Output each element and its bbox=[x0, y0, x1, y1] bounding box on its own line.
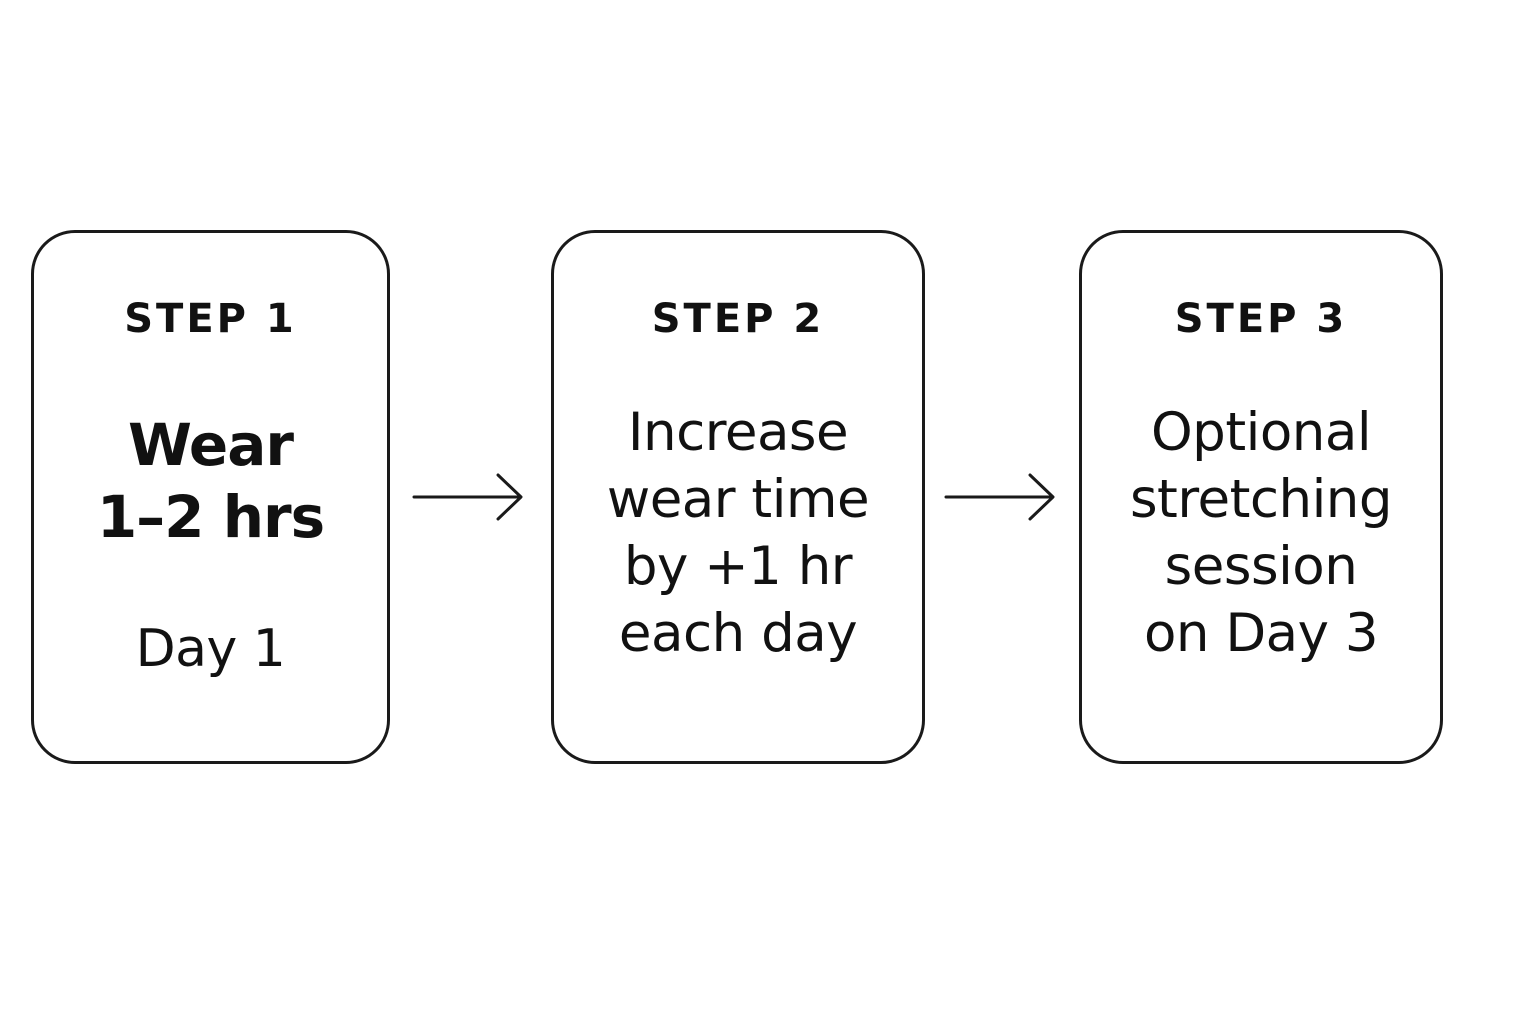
step-label: STEP 2 bbox=[651, 296, 825, 342]
step-card-3: STEP 3 Optional stretching session on Da… bbox=[1079, 230, 1443, 764]
step-day-note: Day 1 bbox=[135, 619, 286, 679]
step-label: STEP 1 bbox=[124, 296, 297, 342]
right-arrow-icon bbox=[944, 473, 1055, 521]
step-card-2: STEP 2 Increase wear time by +1 hr each … bbox=[551, 230, 925, 764]
step-label: STEP 3 bbox=[1174, 296, 1348, 342]
step-description: Wear 1–2 hrs bbox=[96, 411, 325, 551]
step-description: Increase wear time by +1 hr each day bbox=[606, 402, 870, 664]
step-description: Optional stretching session on Day 3 bbox=[1129, 402, 1393, 664]
step-card-1: STEP 1 Wear 1–2 hrs Day 1 bbox=[31, 230, 390, 764]
right-arrow-icon bbox=[412, 473, 523, 521]
